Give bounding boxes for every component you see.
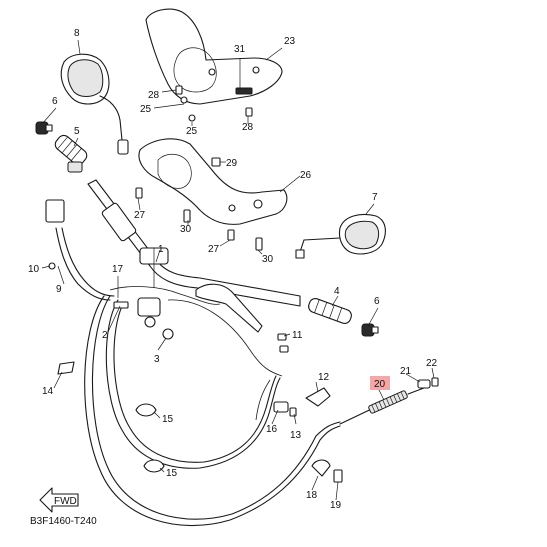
callout-3: 3 xyxy=(154,354,160,365)
callout-6-right: 6 xyxy=(374,296,380,307)
callout-11: 11 xyxy=(292,330,303,341)
brake-levers xyxy=(137,283,263,333)
part-6-right-end-weight xyxy=(361,323,379,337)
callout-6-left: 6 xyxy=(52,96,58,107)
fwd-label: FWD xyxy=(54,496,77,507)
callout-22: 22 xyxy=(426,358,438,369)
callout-17: 17 xyxy=(112,264,124,275)
callout-29: 29 xyxy=(226,158,238,169)
callout-8: 8 xyxy=(74,28,80,39)
part-6-left-end-weight xyxy=(35,121,53,135)
callout-10: 10 xyxy=(28,264,40,275)
callout-2: 2 xyxy=(102,330,108,341)
callout-18: 18 xyxy=(306,490,318,501)
part-4-right-grip xyxy=(308,298,352,324)
callout-25-upper: 25 xyxy=(140,104,152,115)
callout-9: 9 xyxy=(56,284,62,295)
callout-15-upper: 15 xyxy=(162,414,174,425)
cable-assemblies xyxy=(55,227,341,527)
callout-labels: 1 2 3 4 5 6 6 7 8 9 10 11 12 13 14 15 15… xyxy=(28,28,438,511)
callout-27-right: 27 xyxy=(208,244,220,255)
callout-28-left: 28 xyxy=(148,90,160,101)
callout-27-left: 27 xyxy=(134,210,146,221)
callout-26: 26 xyxy=(300,170,312,181)
callout-1: 1 xyxy=(158,244,164,255)
callout-23: 23 xyxy=(284,36,296,47)
part-23-front-cover xyxy=(145,8,283,105)
fwd-arrow-icon: FWD xyxy=(39,487,79,513)
callout-30-right: 30 xyxy=(262,254,274,265)
callout-28-right: 28 xyxy=(242,122,254,133)
part-26-rear-cover xyxy=(138,138,288,225)
callout-4: 4 xyxy=(334,286,340,297)
part-8-left-mirror xyxy=(60,53,129,155)
callout-14: 14 xyxy=(42,386,54,397)
callout-7: 7 xyxy=(372,192,378,203)
callout-19: 19 xyxy=(330,500,342,511)
part-5-left-grip xyxy=(54,134,88,173)
part-7-right-mirror xyxy=(295,213,386,259)
callout-5: 5 xyxy=(74,126,80,137)
hardware xyxy=(45,58,439,483)
callout-30-left: 30 xyxy=(180,224,192,235)
part-1-handlebar xyxy=(87,179,301,307)
callout-12: 12 xyxy=(318,372,330,383)
callout-16: 16 xyxy=(266,424,278,435)
callout-13: 13 xyxy=(290,430,302,441)
callout-25-lower: 25 xyxy=(186,126,198,137)
callout-15-lower: 15 xyxy=(166,468,178,479)
callout-31: 31 xyxy=(234,44,246,55)
callout-21: 21 xyxy=(400,366,412,377)
leader-lines xyxy=(41,39,435,501)
callout-20: 20 xyxy=(374,379,386,390)
highlight-part-20 xyxy=(370,376,390,390)
part-20-cable-adjuster xyxy=(339,387,425,425)
diagram-code: B3F1460-T240 xyxy=(30,516,97,527)
